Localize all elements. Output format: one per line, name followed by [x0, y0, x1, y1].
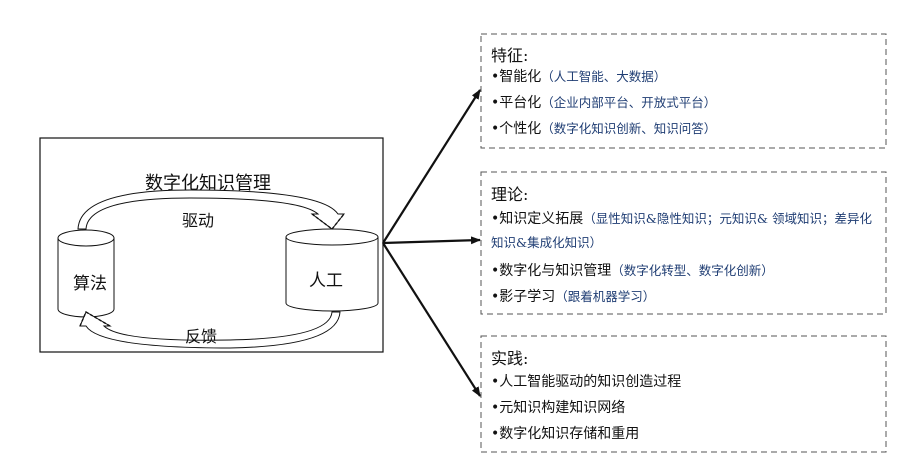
- practice-item: •人工智能驱动的知识创造过程: [491, 371, 681, 391]
- item-note: （数字化知识创新、知识问答）: [541, 121, 717, 136]
- item-text: •知识定义拓展: [491, 211, 584, 227]
- arrow-to-features: [382, 89, 481, 244]
- practice-item: •数字化知识存储和重用: [491, 423, 639, 443]
- item-note: （数字化转型、数字化创新）: [611, 263, 774, 278]
- practice-item: •元知识构建知识网络: [491, 397, 625, 417]
- item-text: •智能化: [491, 69, 542, 85]
- features-item: •平台化（企业内部平台、开放式平台）: [491, 92, 716, 112]
- feedback-label: 反馈: [185, 327, 218, 346]
- item-text: •元知识构建知识网络: [491, 400, 626, 416]
- arrow-to-practice: [382, 242, 481, 397]
- panel-features-border: [480, 33, 887, 149]
- item-text: •影子学习: [491, 289, 556, 305]
- features-title: 特征:: [491, 46, 529, 65]
- theory-title: 理论:: [491, 185, 529, 204]
- theory-item: •数字化与知识管理（数字化转型、数字化创新）: [491, 260, 774, 280]
- feedback-arrow: [79, 310, 341, 349]
- item-text: •数字化知识存储和重用: [491, 426, 640, 442]
- item-note: （跟着机器学习）: [555, 289, 656, 304]
- item-text: •平台化: [491, 95, 542, 111]
- panel-practice-border: [480, 335, 887, 453]
- algorithm-label: 算法: [73, 274, 107, 294]
- practice-title: 实践:: [491, 349, 529, 368]
- main-title: 数字化知识管理: [145, 173, 271, 194]
- theory-item: •知识定义拓展（显性知识&隐性知识；元知识& 领域知识；差异化知识&集成化知识）: [491, 207, 881, 255]
- item-text: •人工智能驱动的知识创造过程: [491, 374, 682, 390]
- cylinder-algorithm: [57, 229, 115, 318]
- cylinder-human: [285, 228, 379, 312]
- drive-label: 驱动: [182, 211, 215, 230]
- panel-theory-border: [480, 171, 887, 315]
- arrow-to-theory: [382, 236, 481, 245]
- drive-arrow: [77, 189, 346, 230]
- theory-item: •影子学习（跟着机器学习）: [491, 286, 655, 306]
- features-item: •个性化（数字化知识创新、知识问答）: [491, 118, 716, 138]
- item-text: •数字化与知识管理: [491, 263, 612, 279]
- item-note: （人工智能、大数据）: [541, 69, 667, 84]
- item-note: （显性知识&隐性知识；元知识& 领域知识；差异化知识&集成化知识）: [491, 211, 872, 250]
- features-item: •智能化（人工智能、大数据）: [491, 66, 666, 86]
- item-note: （企业内部平台、开放式平台）: [541, 95, 717, 110]
- human-label: 人工: [309, 271, 343, 291]
- item-text: •个性化: [491, 121, 542, 137]
